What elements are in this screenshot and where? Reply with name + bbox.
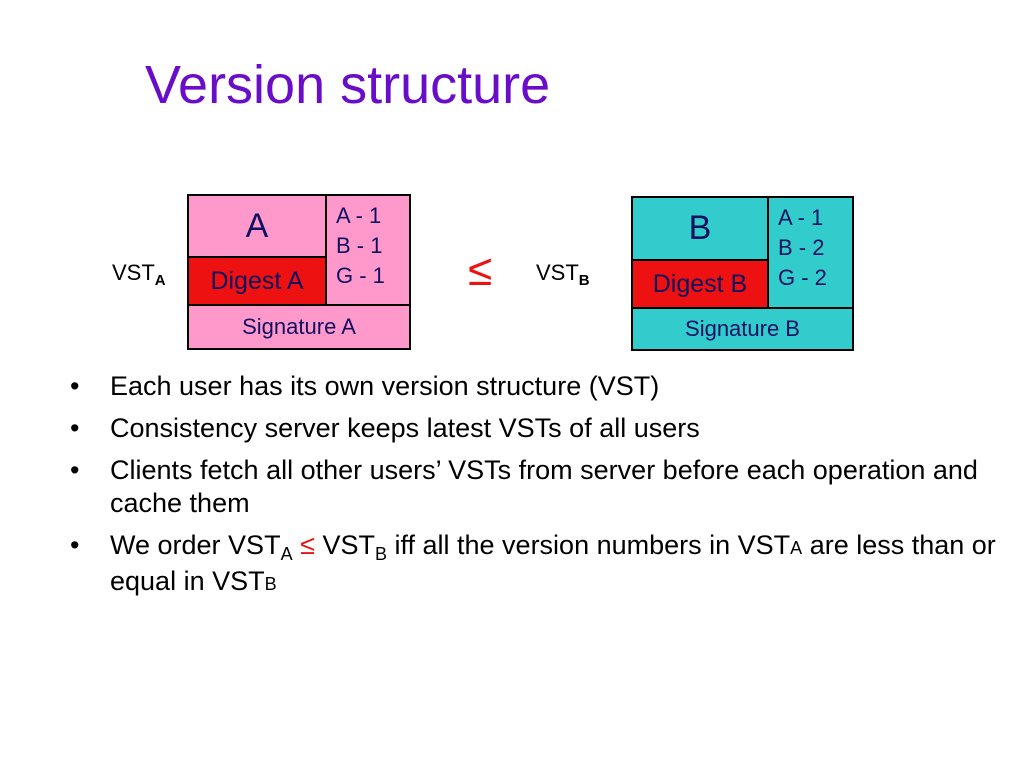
vst-b-label-main: VST	[536, 260, 579, 285]
bullet-sub-b: B	[374, 544, 387, 564]
bullet-text-p3: iff all the version numbers in VST	[394, 530, 791, 560]
bullet-text: Each user has its own version structure …	[110, 371, 660, 401]
bullet-item: • Consistency server keeps latest VSTs o…	[70, 412, 1000, 445]
bullet-text: Consistency server keeps latest VSTs of …	[110, 413, 700, 443]
vst-a-signature: Signature A	[189, 304, 409, 348]
vst-a-label: VSTA	[112, 260, 166, 289]
vst-b-signature: Signature B	[633, 307, 852, 349]
inline-comparator: ≤	[300, 530, 315, 560]
bullet-dot-icon: •	[70, 530, 80, 560]
vst-a-box: A Digest A A - 1 B - 1 G - 1 Signature A	[187, 194, 411, 350]
vst-a-version-item: B - 1	[336, 233, 383, 258]
vst-a-version-item: G - 1	[336, 263, 385, 288]
bullet-item: • We order VSTA ≤ VSTB iff all the versi…	[70, 529, 1000, 601]
vst-a-version-list: A - 1 B - 1 G - 1	[325, 196, 409, 304]
vst-b-version-list: A - 1 B - 2 G - 2	[767, 198, 852, 307]
vst-b-label-sub: B	[578, 272, 590, 289]
vst-b-version-item: A - 1	[778, 205, 824, 230]
vst-a-label-main: VST	[112, 260, 155, 285]
vst-b-box: B Digest B A - 1 B - 2 G - 2 Signature B	[631, 196, 854, 351]
bullet-item: • Clients fetch all other users’ VSTs fr…	[70, 454, 1000, 520]
vst-b-name: B	[688, 209, 712, 247]
bullet-list: • Each user has its own version structur…	[70, 370, 1000, 610]
vst-a-digest: Digest A	[189, 256, 325, 304]
vst-b-version-item: B - 2	[778, 235, 825, 260]
bullet-small-a: A	[790, 538, 803, 558]
bullet-dot-icon: •	[70, 371, 80, 401]
vst-b-label: VSTB	[536, 260, 590, 289]
bullet-text-p2: VST	[322, 530, 375, 560]
bullet-dot-icon: •	[70, 413, 80, 443]
vst-a-version-item: A - 1	[336, 203, 382, 228]
bullet-text-p1: We order VST	[110, 530, 281, 560]
vst-a-label-sub: A	[154, 272, 166, 289]
bullet-dot-icon: •	[70, 455, 80, 485]
bullet-sub-a: A	[280, 544, 293, 564]
vst-b-version-item: G - 2	[778, 265, 827, 290]
bullet-text-p4: are less than or equal in VST	[110, 530, 996, 596]
bullet-item: • Each user has its own version structur…	[70, 370, 1000, 403]
vst-a-name: A	[245, 206, 269, 245]
comparator-symbol: ≤	[468, 246, 493, 295]
bullet-text: Clients fetch all other users’ VSTs from…	[110, 455, 978, 518]
bullet-small-b: B	[264, 574, 277, 594]
slide-title: Version structure	[145, 55, 551, 115]
vst-b-digest: Digest B	[633, 259, 767, 307]
